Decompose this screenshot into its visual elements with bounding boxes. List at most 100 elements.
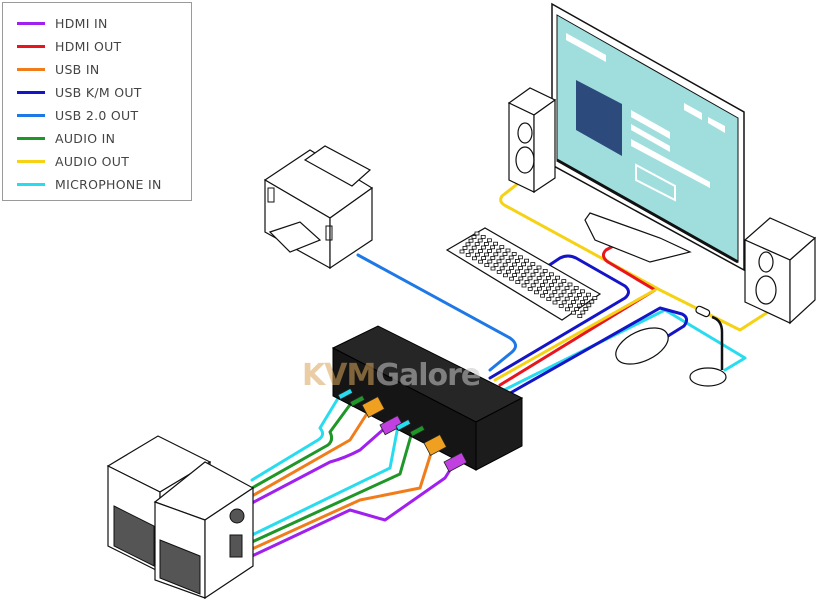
usb-in-cable (250, 410, 370, 498)
legend-item: USB 2.0 OUT (17, 107, 138, 123)
keyboard-key (533, 279, 539, 284)
keyboard-key (505, 248, 511, 253)
keyboard-key (536, 276, 542, 281)
keyboard-key (477, 249, 483, 254)
keyboard-key (555, 296, 561, 301)
keyboard-key (577, 314, 583, 319)
keyboard-key (580, 310, 586, 315)
keyboard-key (564, 286, 570, 291)
keyboard-key (502, 252, 508, 257)
hdmi-plug (379, 415, 404, 436)
keyboard-key (480, 245, 486, 250)
hdmi-plug (443, 452, 468, 473)
keyboard-key (573, 285, 579, 290)
keyboard-key (580, 289, 585, 294)
keyboard-key (567, 293, 573, 298)
hdmi-out-cable (498, 236, 657, 387)
keyboard-key (552, 289, 558, 294)
keyboard-key (493, 252, 499, 257)
legend-item: HDMI OUT (17, 38, 122, 54)
keyboard-key (493, 262, 499, 267)
legend-label: USB K/M OUT (55, 84, 142, 100)
mic-jack (337, 387, 354, 400)
keyboard-key (530, 262, 536, 267)
keyboard-key (468, 249, 474, 254)
right-speaker (743, 217, 817, 325)
legend-label: USB IN (55, 61, 100, 77)
keyboard-key (515, 258, 520, 263)
legend-item: USB K/M OUT (17, 84, 142, 100)
legend-swatch (17, 136, 45, 140)
screen-bar (566, 33, 606, 62)
keyboard-key (508, 266, 514, 271)
keyboard-key (552, 300, 558, 305)
keyboard-key (462, 245, 468, 250)
keyboard-key (471, 245, 477, 250)
keyboard-key (487, 259, 493, 264)
legend: HDMI IN HDMI OUT USB IN USB K/M OUT USB 2.0 … (2, 2, 192, 201)
keyboard-key (549, 282, 554, 287)
keyboard-key (512, 273, 517, 278)
printer (263, 145, 374, 270)
keyboard-key (509, 276, 515, 281)
keyboard-key (493, 241, 499, 246)
usb-plug (361, 396, 386, 418)
screen-bar (631, 110, 670, 139)
keyboard-key (512, 262, 517, 267)
mic-jack (395, 418, 412, 431)
keyboard-key (537, 286, 542, 291)
keyboard-key (518, 276, 524, 281)
keyboard-key (546, 286, 551, 291)
keyboard-key (568, 303, 573, 308)
legend-label: MICROPHONE IN (55, 176, 162, 192)
keyboard-key (586, 303, 592, 308)
legend-swatch (17, 113, 45, 117)
keyboard-key (480, 234, 486, 239)
keyboard-key (577, 292, 582, 297)
legend-swatch (17, 182, 45, 186)
keyboard-key (496, 259, 502, 264)
keyboard-key (561, 300, 567, 305)
keyboard-key (474, 231, 480, 236)
legend-item: USB IN (17, 61, 99, 77)
keyboard-key (490, 245, 496, 250)
keyboard-key (486, 238, 492, 243)
keyboard-key (539, 272, 545, 277)
keyboard-key (580, 299, 585, 304)
legend-label: HDMI IN (55, 15, 108, 31)
keyboard-key (477, 238, 483, 243)
keyboard-key (521, 283, 527, 288)
keyboard-key (518, 265, 523, 270)
keyboard-key (521, 262, 526, 267)
legend-item: HDMI IN (17, 15, 108, 31)
keyboard-key (471, 235, 477, 240)
keyboard-key (533, 269, 539, 274)
legend-item: AUDIO IN (17, 130, 115, 146)
keyboard-key (543, 290, 548, 295)
keyboard-key (586, 292, 591, 297)
keyboard-key (474, 252, 480, 257)
keyboard-key (478, 259, 484, 264)
keyboard-key (496, 269, 502, 274)
keyboard-key (496, 248, 502, 253)
legend-swatch (17, 159, 45, 163)
keyboard-key (558, 282, 564, 287)
keyboard-key (530, 283, 536, 288)
keyboard-key (574, 307, 579, 312)
keyboard-key (483, 241, 489, 246)
legend-swatch (17, 67, 45, 71)
keyboard-key (561, 279, 567, 284)
keyboard-key (552, 279, 557, 284)
legend-swatch (17, 90, 45, 94)
keyboard-key (481, 256, 487, 261)
monitor-stand-base (584, 212, 692, 263)
keyboard-key (583, 296, 588, 301)
keyboard-key (561, 289, 567, 294)
keyboard-key (565, 307, 570, 312)
keyboard-key (499, 266, 505, 271)
keyboard-key (564, 296, 570, 301)
keyboard-key (508, 255, 514, 260)
screen-bar (631, 139, 710, 188)
keyboard-key (589, 299, 595, 304)
keyboard-key (555, 286, 561, 291)
